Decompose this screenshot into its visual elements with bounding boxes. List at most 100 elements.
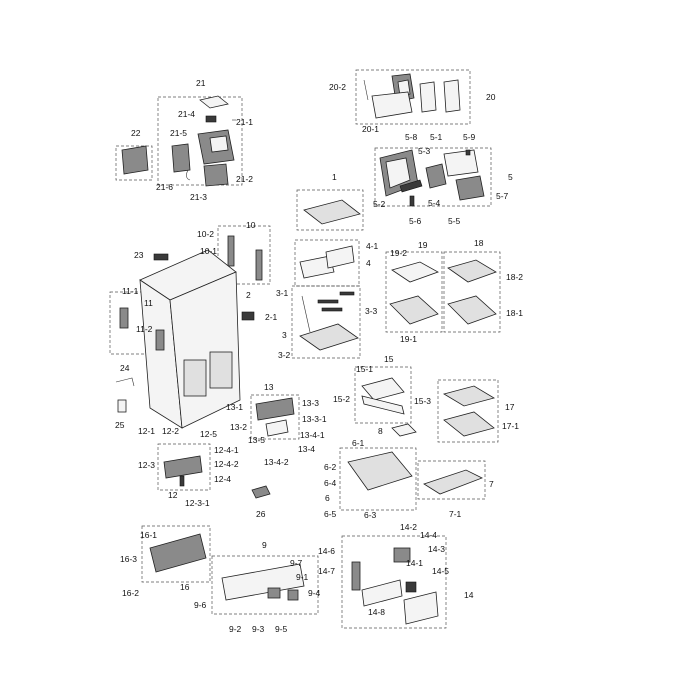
part-22-drawing bbox=[121, 145, 149, 175]
label-21: 21 bbox=[196, 78, 206, 88]
ice-maker-assembly-drawing bbox=[363, 73, 461, 119]
label-6-1: 6-1 bbox=[352, 438, 365, 448]
label-9: 9 bbox=[262, 540, 267, 550]
group-box-6 bbox=[339, 447, 417, 511]
label-5-1: 5-1 bbox=[430, 132, 443, 142]
label-11-2: 11-2 bbox=[136, 324, 153, 334]
label-6-2: 6-2 bbox=[324, 462, 337, 472]
label-11-1: 11-1 bbox=[122, 286, 139, 296]
label-20-2: 20-2 bbox=[329, 82, 346, 92]
part-24-drawing bbox=[115, 377, 135, 387]
label-12-4: 12-4 bbox=[214, 474, 231, 484]
group-box-13 bbox=[250, 394, 300, 440]
auger-motor-drawing bbox=[171, 95, 236, 187]
label-14-2: 14-2 bbox=[400, 522, 417, 532]
part-12-drawing bbox=[163, 455, 203, 487]
part-1-drawing bbox=[303, 199, 361, 225]
label-9-4: 9-4 bbox=[308, 588, 321, 598]
label-19: 19 bbox=[418, 240, 428, 250]
label-12-3: 12-3 bbox=[138, 460, 155, 470]
label-20: 20 bbox=[486, 92, 496, 102]
label-6: 6 bbox=[325, 493, 330, 503]
label-13-3-1: 13-3-1 bbox=[302, 414, 327, 424]
label-13-4-2: 13-4-2 bbox=[264, 457, 289, 467]
label-20-1: 20-1 bbox=[362, 124, 379, 134]
label-13-5: 13-5 bbox=[248, 435, 265, 445]
group-box-16 bbox=[141, 525, 211, 583]
label-7: 7 bbox=[489, 479, 494, 489]
label-9-1: 9-1 bbox=[296, 572, 309, 582]
label-14-5: 14-5 bbox=[432, 566, 449, 576]
label-13-4: 13-4 bbox=[298, 444, 315, 454]
label-15-1: 15-1 bbox=[356, 364, 373, 374]
group-box-1 bbox=[296, 189, 364, 231]
group-box-21 bbox=[157, 96, 243, 186]
label-19-1: 19-1 bbox=[400, 334, 417, 344]
label-12-2: 12-2 bbox=[162, 426, 179, 436]
label-21-2: 21-2 bbox=[236, 174, 253, 184]
label-16-3: 16-3 bbox=[120, 554, 137, 564]
label-7-1: 7-1 bbox=[449, 509, 462, 519]
label-11: 11 bbox=[144, 298, 153, 308]
label-9-7: 9-7 bbox=[290, 558, 303, 568]
label-5-5: 5-5 bbox=[448, 216, 461, 226]
part-7-drawing bbox=[423, 469, 483, 495]
part-10-drawing bbox=[227, 235, 263, 281]
label-10: 10 bbox=[246, 220, 256, 230]
label-13-4-1: 13-4-1 bbox=[300, 430, 325, 440]
label-5: 5 bbox=[508, 172, 513, 182]
label-14-3: 14-3 bbox=[428, 544, 445, 554]
label-14: 14 bbox=[464, 590, 474, 600]
group-box-10 bbox=[217, 225, 271, 285]
label-10-1: 10-1 bbox=[200, 246, 217, 256]
label-19-2: 19-2 bbox=[390, 248, 407, 258]
part-2-drawing bbox=[241, 311, 255, 321]
label-17: 17 bbox=[505, 402, 515, 412]
group-box-18 bbox=[443, 251, 501, 333]
label-12-3-1: 12-3-1 bbox=[185, 498, 210, 508]
drawer-15-drawing bbox=[361, 377, 405, 415]
label-21-5: 21-5 bbox=[170, 128, 187, 138]
label-3-1: 3-1 bbox=[276, 288, 289, 298]
label-25: 25 bbox=[115, 420, 125, 430]
part-16-drawing bbox=[149, 533, 207, 573]
label-6-4: 6-4 bbox=[324, 478, 337, 488]
label-5-8: 5-8 bbox=[405, 132, 418, 142]
group-box-12 bbox=[157, 443, 211, 491]
label-3-3: 3-3 bbox=[365, 306, 378, 316]
label-12-4-2: 12-4-2 bbox=[214, 459, 239, 469]
refrigerator-cabinet-drawing bbox=[139, 249, 241, 429]
group-box-20 bbox=[355, 69, 471, 125]
label-3-2: 3-2 bbox=[278, 350, 291, 360]
label-23: 23 bbox=[134, 250, 144, 260]
shelf-18-drawing bbox=[447, 259, 497, 325]
label-21-1: 21-1 bbox=[236, 117, 253, 127]
group-box-17 bbox=[437, 379, 499, 443]
part-11-drawing bbox=[119, 307, 165, 351]
label-16-1: 16-1 bbox=[140, 530, 157, 540]
label-9-3: 9-3 bbox=[252, 624, 265, 634]
label-14-7: 14-7 bbox=[318, 566, 335, 576]
label-8: 8 bbox=[378, 426, 383, 436]
label-26: 26 bbox=[256, 509, 266, 519]
label-12-5: 12-5 bbox=[200, 429, 217, 439]
group-box-7 bbox=[417, 460, 486, 500]
label-12-4-1: 12-4-1 bbox=[214, 445, 239, 455]
label-21-6: 21-6 bbox=[156, 182, 173, 192]
part-9-drawing bbox=[221, 563, 305, 601]
label-14-8: 14-8 bbox=[368, 607, 385, 617]
label-6-5: 6-5 bbox=[324, 509, 337, 519]
part-13-drawing bbox=[255, 397, 295, 437]
label-15-3: 15-3 bbox=[414, 396, 431, 406]
label-10-2: 10-2 bbox=[197, 229, 214, 239]
label-17-1: 17-1 bbox=[502, 421, 519, 431]
crisper-cover-drawing bbox=[299, 291, 359, 351]
label-13-2: 13-2 bbox=[230, 422, 247, 432]
group-box-9 bbox=[211, 555, 319, 615]
part-8-drawing bbox=[391, 423, 417, 437]
label-12-1: 12-1 bbox=[138, 426, 155, 436]
shelf-19-drawing bbox=[389, 261, 439, 325]
label-9-5: 9-5 bbox=[275, 624, 288, 634]
label-21-3: 21-3 bbox=[190, 192, 207, 202]
label-12: 12 bbox=[168, 490, 178, 500]
